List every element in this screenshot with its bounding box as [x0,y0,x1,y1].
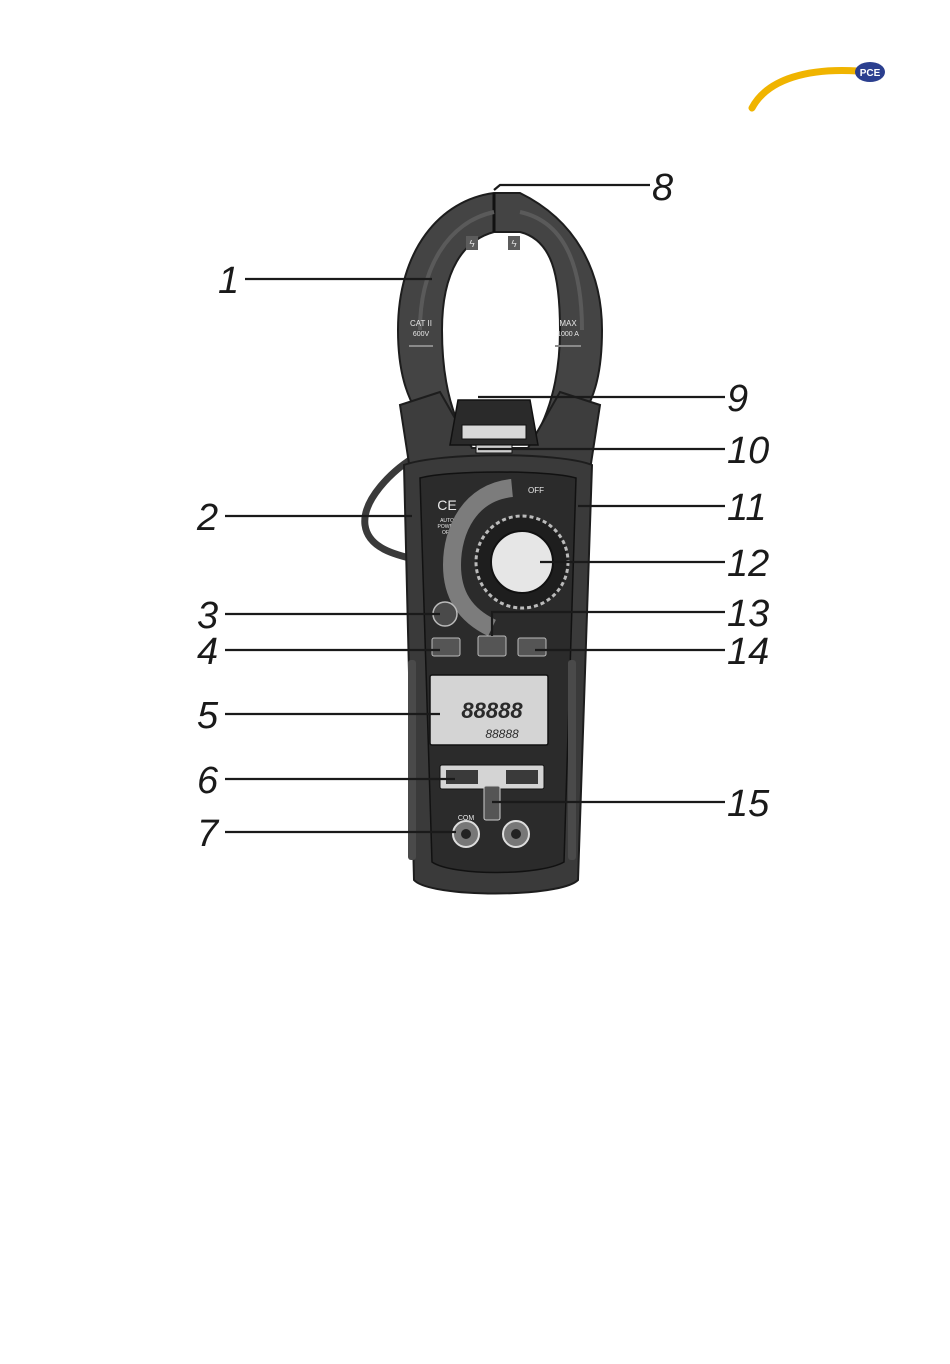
logo-swoosh [752,70,858,108]
callout-10: 10 [727,430,769,472]
grip-left [408,660,416,860]
callout-15: 15 [727,783,770,825]
ce-mark: CE [437,497,456,513]
callout-7: 7 [197,813,220,855]
hazard-symbol-right: ϟ [511,239,517,250]
cat-rating-line2: 600V [413,331,430,338]
callout-11: 11 [727,487,766,529]
callout-5: 5 [197,695,219,737]
range-button[interactable] [518,638,546,656]
ncv-sensor-window [462,425,526,439]
clamp-meter-illustration: ϟ ϟ CAT II 600V MAX 1000 A CE AUTO POWER… [365,193,602,894]
hold-button[interactable] [478,636,506,656]
select-button[interactable] [432,638,460,656]
callout-4: 4 [197,631,218,673]
thermocouple-slot-2 [506,770,538,784]
hazard-symbol-left: ϟ [469,239,475,250]
logo-text: PCE [860,68,881,79]
leader-8 [494,185,650,190]
off-label: OFF [528,486,544,495]
cat-rating-line1: CAT II [410,319,432,328]
grip-right [568,660,576,860]
thermocouple-slot-1 [446,770,478,784]
callout-14: 14 [727,631,769,673]
v-ohm-jack-hole [511,829,521,839]
com-jack-hole [461,829,471,839]
callout-8: 8 [652,167,673,209]
callout-6: 6 [197,760,219,802]
lcd-main-digits: 88888 [461,698,523,723]
callout-12: 12 [727,543,769,585]
max-rating-line1: MAX [559,319,577,328]
callout-2: 2 [196,497,218,539]
callout-1: 1 [218,260,239,302]
pce-logo: PCE [752,62,885,108]
lcd-sub-digits: 88888 [485,727,519,741]
callout-13: 13 [727,593,769,635]
callout-9: 9 [727,378,748,420]
max-rating-line2: 1000 A [557,331,579,338]
